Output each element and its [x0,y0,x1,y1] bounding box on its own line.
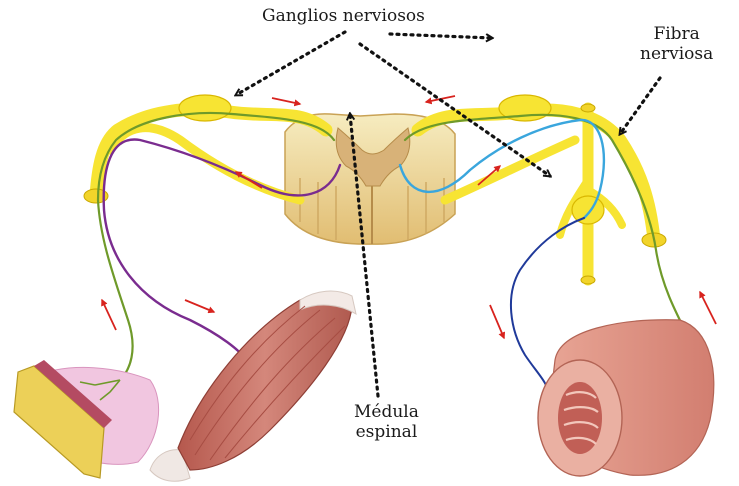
arrow-right-up [700,292,716,324]
label-medula-espinal: Médula espinal [354,402,419,442]
arrow-left-top [272,98,300,104]
arrow-motor [185,300,214,312]
skeletal-muscle [150,291,356,481]
label-fibra-nerviosa: Fibra nerviosa [640,24,713,64]
label-ganglios-nerviosos: Ganglios nerviosos [262,6,425,26]
label-medula-line2: espinal [354,422,419,442]
leader-ganglion-right [390,34,492,38]
sympathetic-ganglion [572,196,604,224]
spinal-cord [285,114,455,244]
label-medula-line1: Médula [354,402,419,422]
arrow-autonomic-down [490,305,504,338]
chain-top-cut-end [581,104,595,112]
leader-fibra [620,78,660,134]
muscle-belly [178,295,352,470]
label-fibra-line2: nerviosa [640,44,713,64]
intestine [538,320,714,476]
skin-tissue [14,360,159,478]
chain-bottom-cut-end [581,276,595,284]
label-ganglios-text: Ganglios nerviosos [262,6,425,26]
left-dorsal-ganglion [179,95,231,121]
label-fibra-line1: Fibra [640,24,713,44]
leader-ganglion-left [236,32,345,95]
arrow-left-lower [102,300,116,330]
